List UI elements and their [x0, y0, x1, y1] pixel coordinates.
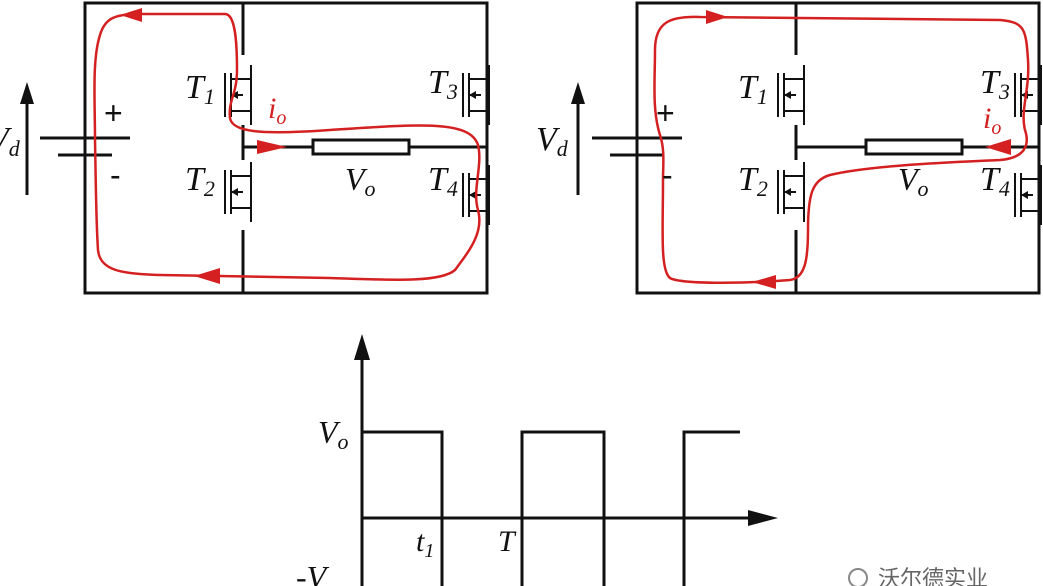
right-switch-t1 — [777, 64, 805, 126]
right-label-io: io — [983, 102, 1001, 139]
watermark-text: 沃尔德实业 — [878, 567, 988, 586]
left-load-resistor — [311, 138, 411, 156]
right-switch-t4 — [1014, 164, 1042, 226]
right-battery — [571, 3, 682, 293]
right-load-resistor — [864, 138, 964, 156]
right-plus-sign: + — [656, 95, 675, 131]
wechat-icon — [848, 568, 868, 586]
left-label-t3: T3 — [428, 64, 458, 104]
left-battery — [20, 3, 130, 293]
right-label-vo: Vo — [898, 161, 929, 201]
output-waveform: Vo -V t1 T — [296, 334, 778, 586]
left-label-vd: Vd — [0, 121, 21, 161]
waveform-label-t1: t1 — [416, 525, 434, 562]
watermark: 沃尔德实业 — [848, 567, 988, 586]
right-label-t2: T2 — [738, 161, 768, 201]
right-switch-t2 — [777, 161, 805, 223]
waveform-label-period: T — [498, 525, 517, 558]
left-minus-sign: - — [110, 157, 121, 193]
left-label-t4: T4 — [428, 161, 458, 201]
right-label-t4: T4 — [980, 161, 1010, 201]
right-minus-sign: - — [662, 157, 673, 193]
left-label-t2: T2 — [185, 161, 215, 201]
right-label-t3: T3 — [980, 64, 1010, 104]
waveform-label-neg-v: -V — [296, 559, 330, 586]
left-circuit: T1 T3 T2 T4 io Vo Vd + - — [0, 1, 490, 295]
right-current-path — [653, 15, 1030, 285]
left-switch-t3 — [462, 64, 490, 126]
left-label-io: io — [268, 92, 286, 129]
left-label-t1: T1 — [185, 69, 215, 109]
waveform-trace — [362, 430, 740, 586]
waveform-label-vo: Vo — [318, 414, 349, 454]
left-switch-t2 — [224, 161, 252, 223]
left-label-vo: Vo — [345, 161, 376, 201]
right-label-vd: Vd — [536, 121, 569, 161]
right-circuit: T1 T3 T2 T4 io Vo Vd + - — [536, 1, 1042, 295]
left-plus-sign: + — [104, 95, 123, 131]
right-label-t1: T1 — [738, 69, 768, 109]
